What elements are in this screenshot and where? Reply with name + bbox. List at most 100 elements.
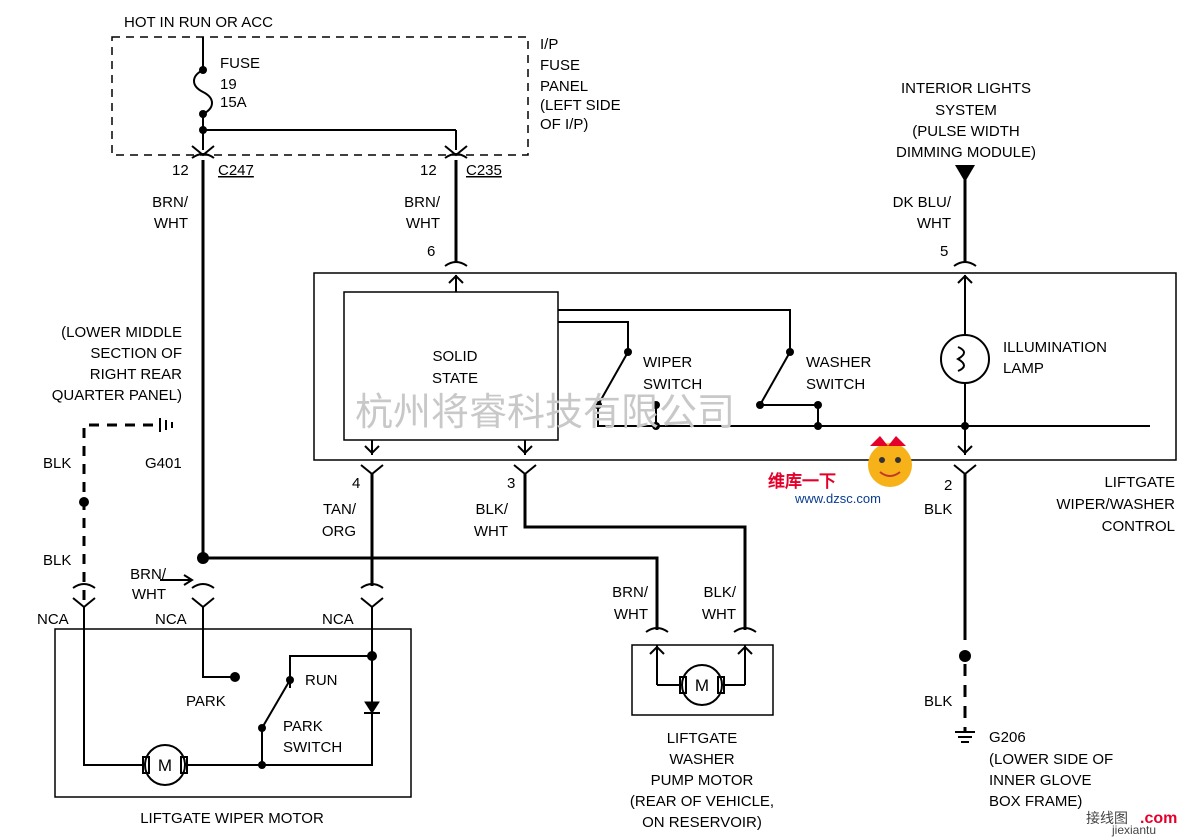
splice-junction — [197, 552, 209, 564]
footer-com: .com — [1140, 810, 1177, 827]
label-washer-motor-1: LIFTGATE — [667, 730, 738, 747]
wire-blk-wht — [523, 474, 747, 630]
label-g206-loc-3: BOX FRAME) — [989, 793, 1082, 810]
label-wire-dkblu-b: WHT — [917, 215, 951, 232]
label-interior-4: DIMMING MODULE) — [896, 144, 1036, 161]
watermark: 杭州将睿科技有限公司 — [355, 390, 735, 434]
label-park: PARK — [186, 693, 226, 710]
fuse-panel-box — [111, 36, 529, 156]
label-wire-tan-org-a: TAN/ — [323, 501, 357, 518]
label-g401-loc-1: (LOWER MIDDLE — [61, 324, 182, 341]
label-wire-blk-wht-a: BLK/ — [475, 501, 508, 518]
label-wire-brn-wht-1b: WHT — [154, 215, 188, 232]
label-motor-m: M — [158, 756, 172, 775]
label-c247: C247 — [218, 162, 254, 179]
label-control-1: LIFTGATE — [1104, 474, 1175, 491]
label-nca-2: NCA — [155, 611, 187, 628]
label-wiper-switch-1: WIPER — [643, 354, 692, 371]
label-fuse-panel-2: FUSE — [540, 57, 580, 74]
label-interior-3: (PULSE WIDTH — [912, 123, 1020, 140]
label-control-2: WIPER/WASHER — [1056, 496, 1175, 513]
footer-site: jiexiantu — [1111, 823, 1156, 837]
label-g206: G206 — [989, 729, 1026, 746]
label-washer-switch-2: SWITCH — [806, 376, 865, 393]
washer-motor-box — [631, 644, 774, 716]
label-wire-brn-wht-2a: BRN/ — [404, 194, 441, 211]
label-motor-m-2: M — [695, 676, 709, 695]
label-run: RUN — [305, 672, 338, 689]
label-pin-2: 2 — [944, 477, 952, 494]
wire-brn-wht-washer — [203, 556, 659, 630]
label-g206-loc-2: INNER GLOVE — [989, 772, 1092, 789]
label-fuse-panel-1: I/P — [540, 36, 558, 53]
label-wire-brn-wht-2b: WHT — [406, 215, 440, 232]
label-wire-brn-wht-1a: BRN/ — [152, 194, 189, 211]
label-park-switch-2: SWITCH — [283, 739, 342, 756]
label-nca-3: NCA — [322, 611, 354, 628]
label-wire-brn-wht-4b: WHT — [614, 606, 648, 623]
label-pin-4: 4 — [352, 475, 360, 492]
label-blk-1: BLK — [43, 455, 71, 472]
label-interior-2: SYSTEM — [935, 102, 997, 119]
label-fuse-1: FUSE — [220, 55, 260, 72]
label-washer-motor-5: ON RESERVOIR) — [642, 814, 762, 831]
label-fuse-2: 19 — [220, 76, 237, 93]
label-fuse-3: 15A — [220, 94, 247, 111]
logo-cn: 维库一下 — [768, 471, 836, 491]
label-pin-12a: 12 — [172, 162, 189, 179]
label-g206-loc-1: (LOWER SIDE OF — [989, 751, 1113, 768]
wiper-switch-blade — [597, 351, 629, 406]
label-wire-blk-wht-b: WHT — [474, 523, 508, 540]
label-solid-state-1: SOLID — [432, 348, 477, 365]
solid-state-box — [343, 291, 559, 441]
label-pin-3: 3 — [507, 475, 515, 492]
label-wire-brn-wht-4a: BRN/ — [612, 584, 649, 601]
label-illum-1: ILLUMINATION — [1003, 339, 1107, 356]
label-wire-brn-wht-3b: WHT — [132, 586, 166, 603]
wiper-motor-symbol — [144, 744, 186, 786]
pwm-arrow — [955, 165, 975, 182]
label-g401-loc-3: RIGHT REAR — [90, 366, 182, 383]
label-blk-4: BLK — [924, 693, 952, 710]
label-washer-motor-4: (REAR OF VEHICLE, — [630, 793, 774, 810]
label-washer-switch-1: WASHER — [806, 354, 871, 371]
label-illum-2: LAMP — [1003, 360, 1044, 377]
washer-switch-blade — [759, 351, 791, 406]
label-washer-motor-3: PUMP MOTOR — [651, 772, 754, 789]
logo-url: www.dzsc.com — [794, 491, 881, 506]
label-wire-brn-wht-3a: BRN/ — [130, 566, 167, 583]
wiper-motor-box — [54, 628, 412, 798]
illumination-lamp-symbol — [940, 334, 990, 384]
label-wire-blk-wht-2b: WHT — [702, 606, 736, 623]
label-wiper-switch-2: SWITCH — [643, 376, 702, 393]
wire-blk-ground-g401 — [82, 423, 160, 600]
label-fuse-panel-4: (LEFT SIDE — [540, 97, 621, 114]
label-blk-2: BLK — [43, 552, 71, 569]
label-fuse-panel-3: PANEL — [540, 78, 588, 95]
label-pin-5: 5 — [940, 243, 948, 260]
dzsc-logo: 维库一下 www.dzsc.com — [768, 436, 912, 506]
label-wire-tan-org-b: ORG — [322, 523, 356, 540]
footer-brand: 接线图 .com jiexiantu — [1086, 810, 1177, 837]
fuse-symbol — [193, 69, 213, 115]
label-pin-6: 6 — [427, 243, 435, 260]
liftgate-control-box — [313, 272, 1177, 461]
label-nca-1: NCA — [37, 611, 69, 628]
footer-cn: 接线图 — [1086, 810, 1128, 826]
label-c235: C235 — [466, 162, 502, 179]
label-g401-loc-2: SECTION OF — [90, 345, 182, 362]
washer-motor-symbol — [681, 664, 723, 706]
label-washer-motor-2: WASHER — [669, 751, 734, 768]
label-fuse-panel-5: OF I/P) — [540, 116, 588, 133]
label-solid-state-2: STATE — [432, 370, 478, 387]
label-park-switch-1: PARK — [283, 718, 323, 735]
label-wire-blk-wht-2a: BLK/ — [703, 584, 736, 601]
label-pin-12b: 12 — [420, 162, 437, 179]
label-supply: HOT IN RUN OR ACC — [124, 14, 273, 31]
label-blk-3: BLK — [924, 501, 952, 518]
label-interior-1: INTERIOR LIGHTS — [901, 80, 1031, 97]
label-g401-loc-4: QUARTER PANEL) — [52, 387, 182, 404]
park-switch-blade — [261, 679, 291, 729]
label-g401: G401 — [145, 455, 182, 472]
